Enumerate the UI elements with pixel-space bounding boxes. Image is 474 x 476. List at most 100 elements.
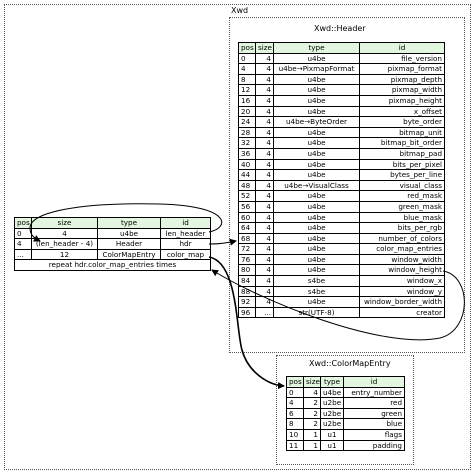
header-seq-size-cell: 4 <box>255 137 274 149</box>
column-header-type: type <box>320 376 344 388</box>
color-map-entry-type-cell: u2be <box>320 418 344 430</box>
xwd-seq-pos-cell: 0 <box>14 227 32 240</box>
header-seq-pos-cell: 36 <box>238 147 256 160</box>
header-seq-pos-cell: 48 <box>238 179 256 192</box>
column-header-id: id <box>343 376 405 388</box>
header-seq-pos-cell: 56 <box>238 200 256 213</box>
header-seq-pos-cell: 32 <box>238 137 256 149</box>
header-seq-size-cell: 4 <box>255 211 274 224</box>
xwd-seq-header-row: pos size type id <box>14 217 211 229</box>
xwd-seq-pos-cell: ... <box>14 248 32 261</box>
header-seq-size-cell: 4 <box>255 94 274 107</box>
header-seq-pos-cell: 60 <box>238 211 256 224</box>
column-header-size: size <box>255 42 274 54</box>
column-header-size: size <box>303 376 321 388</box>
header-seq-type-cell: u4be <box>273 73 360 86</box>
header-seq-size-cell: 4 <box>255 243 274 255</box>
header-seq-id-cell: pixmap_format <box>359 63 445 75</box>
header-seq-size-cell: 4 <box>255 52 274 65</box>
header-seq-id-cell: blue_mask <box>359 211 445 224</box>
color-map-entry-type-cell: u4be <box>320 386 344 399</box>
color-map-entry-pos-cell: 6 <box>286 407 304 420</box>
header-seq-type-cell: u4be→VisualClass <box>273 179 360 192</box>
header-seq-id-cell: green_mask <box>359 200 445 213</box>
header-seq-type-cell: u4be <box>273 147 360 160</box>
header-seq-id-cell: x_offset <box>359 105 445 118</box>
header-seq-id-cell: bits_per_rgb <box>359 222 445 234</box>
header-seq-type-cell: u4be <box>273 94 360 107</box>
header-seq-type-cell: u4be→PixmapFormat <box>273 63 360 75</box>
header-seq-size-cell: 4 <box>255 222 274 234</box>
header-seq-size-cell: 4 <box>255 275 274 287</box>
header-seq-pos-cell: 40 <box>238 158 256 171</box>
xwd-seq-size-cell: (len_header - 4) <box>31 238 98 250</box>
header-seq-id-cell: bitmap_bit_order <box>359 137 445 149</box>
header-seq-size-cell: 4 <box>255 169 274 181</box>
header-seq-type-cell: u4be <box>273 296 360 308</box>
header-seq-size-cell: 4 <box>255 147 274 160</box>
header-seq-type-cell: u4be <box>273 222 360 234</box>
header-seq-type-cell: u4be <box>273 200 360 213</box>
header-seq-pos-cell: 52 <box>238 190 256 202</box>
column-header-id: id <box>160 217 211 229</box>
header-seq-id-cell: bitmap_unit <box>359 126 445 139</box>
header-seq-pos-cell: 8 <box>238 73 256 86</box>
header-seq-pos-cell: 96 <box>238 306 256 319</box>
header-seq-type-cell: str(UTF-8) <box>273 306 360 319</box>
header-seq-id-cell: pixmap_depth <box>359 73 445 86</box>
header-seq-id-cell: creator <box>359 306 445 319</box>
header-seq-id-cell: window_width <box>359 253 445 266</box>
header-cluster-label: Xwd::Header <box>314 24 366 33</box>
color-map-entry-id-cell: flags <box>343 428 405 441</box>
xwd-seq-type-cell: ColorMapEntry <box>97 248 161 261</box>
xwd-seq-type-cell: u4be <box>97 227 161 240</box>
color-map-entry-id-cell: red <box>343 397 405 409</box>
header-seq-type-cell: u4be <box>273 190 360 202</box>
color-map-entry-id-cell: green <box>343 407 405 420</box>
header-seq-size-cell: 4 <box>255 264 274 277</box>
color-map-entry-pos-cell: 10 <box>286 428 304 441</box>
header-seq-size-cell: 4 <box>255 200 274 213</box>
column-header-id: id <box>359 42 445 54</box>
column-header-pos: pos <box>14 217 32 229</box>
header-seq-pos-cell: 92 <box>238 296 256 308</box>
header-seq-id-cell: color_map_entries <box>359 243 445 255</box>
header-seq-pos-cell: 24 <box>238 116 256 128</box>
header-seq-size-cell: ... <box>255 306 274 319</box>
color-map-entry-cluster: Xwd::ColorMapEntry <box>276 355 414 465</box>
header-seq-id-cell: file_version <box>359 52 445 65</box>
column-header-size: size <box>31 217 98 229</box>
header-seq-id-cell: window_height <box>359 264 445 277</box>
header-seq-pos-cell: 72 <box>238 243 256 255</box>
header-seq-size-cell: 4 <box>255 296 274 308</box>
header-seq-type-cell: u4be <box>273 137 360 149</box>
xwd-cluster: Xwd <box>4 4 471 470</box>
header-seq-size-cell: 4 <box>255 253 274 266</box>
xwd-seq-size-cell: 4 <box>31 227 98 240</box>
header-seq-pos-cell: 80 <box>238 264 256 277</box>
header-seq-size-cell: 4 <box>255 105 274 118</box>
color-map-entry-type-cell: u1 <box>320 439 344 452</box>
header-seq-size-cell: 4 <box>255 190 274 202</box>
header-seq-type-cell: u4be <box>273 105 360 118</box>
header-seq-pos-cell: 16 <box>238 94 256 107</box>
header-seq-id-cell: pixmap_height <box>359 94 445 107</box>
header-seq-type-cell: u4be <box>273 158 360 171</box>
header-seq-type-cell: u4be <box>273 264 360 277</box>
